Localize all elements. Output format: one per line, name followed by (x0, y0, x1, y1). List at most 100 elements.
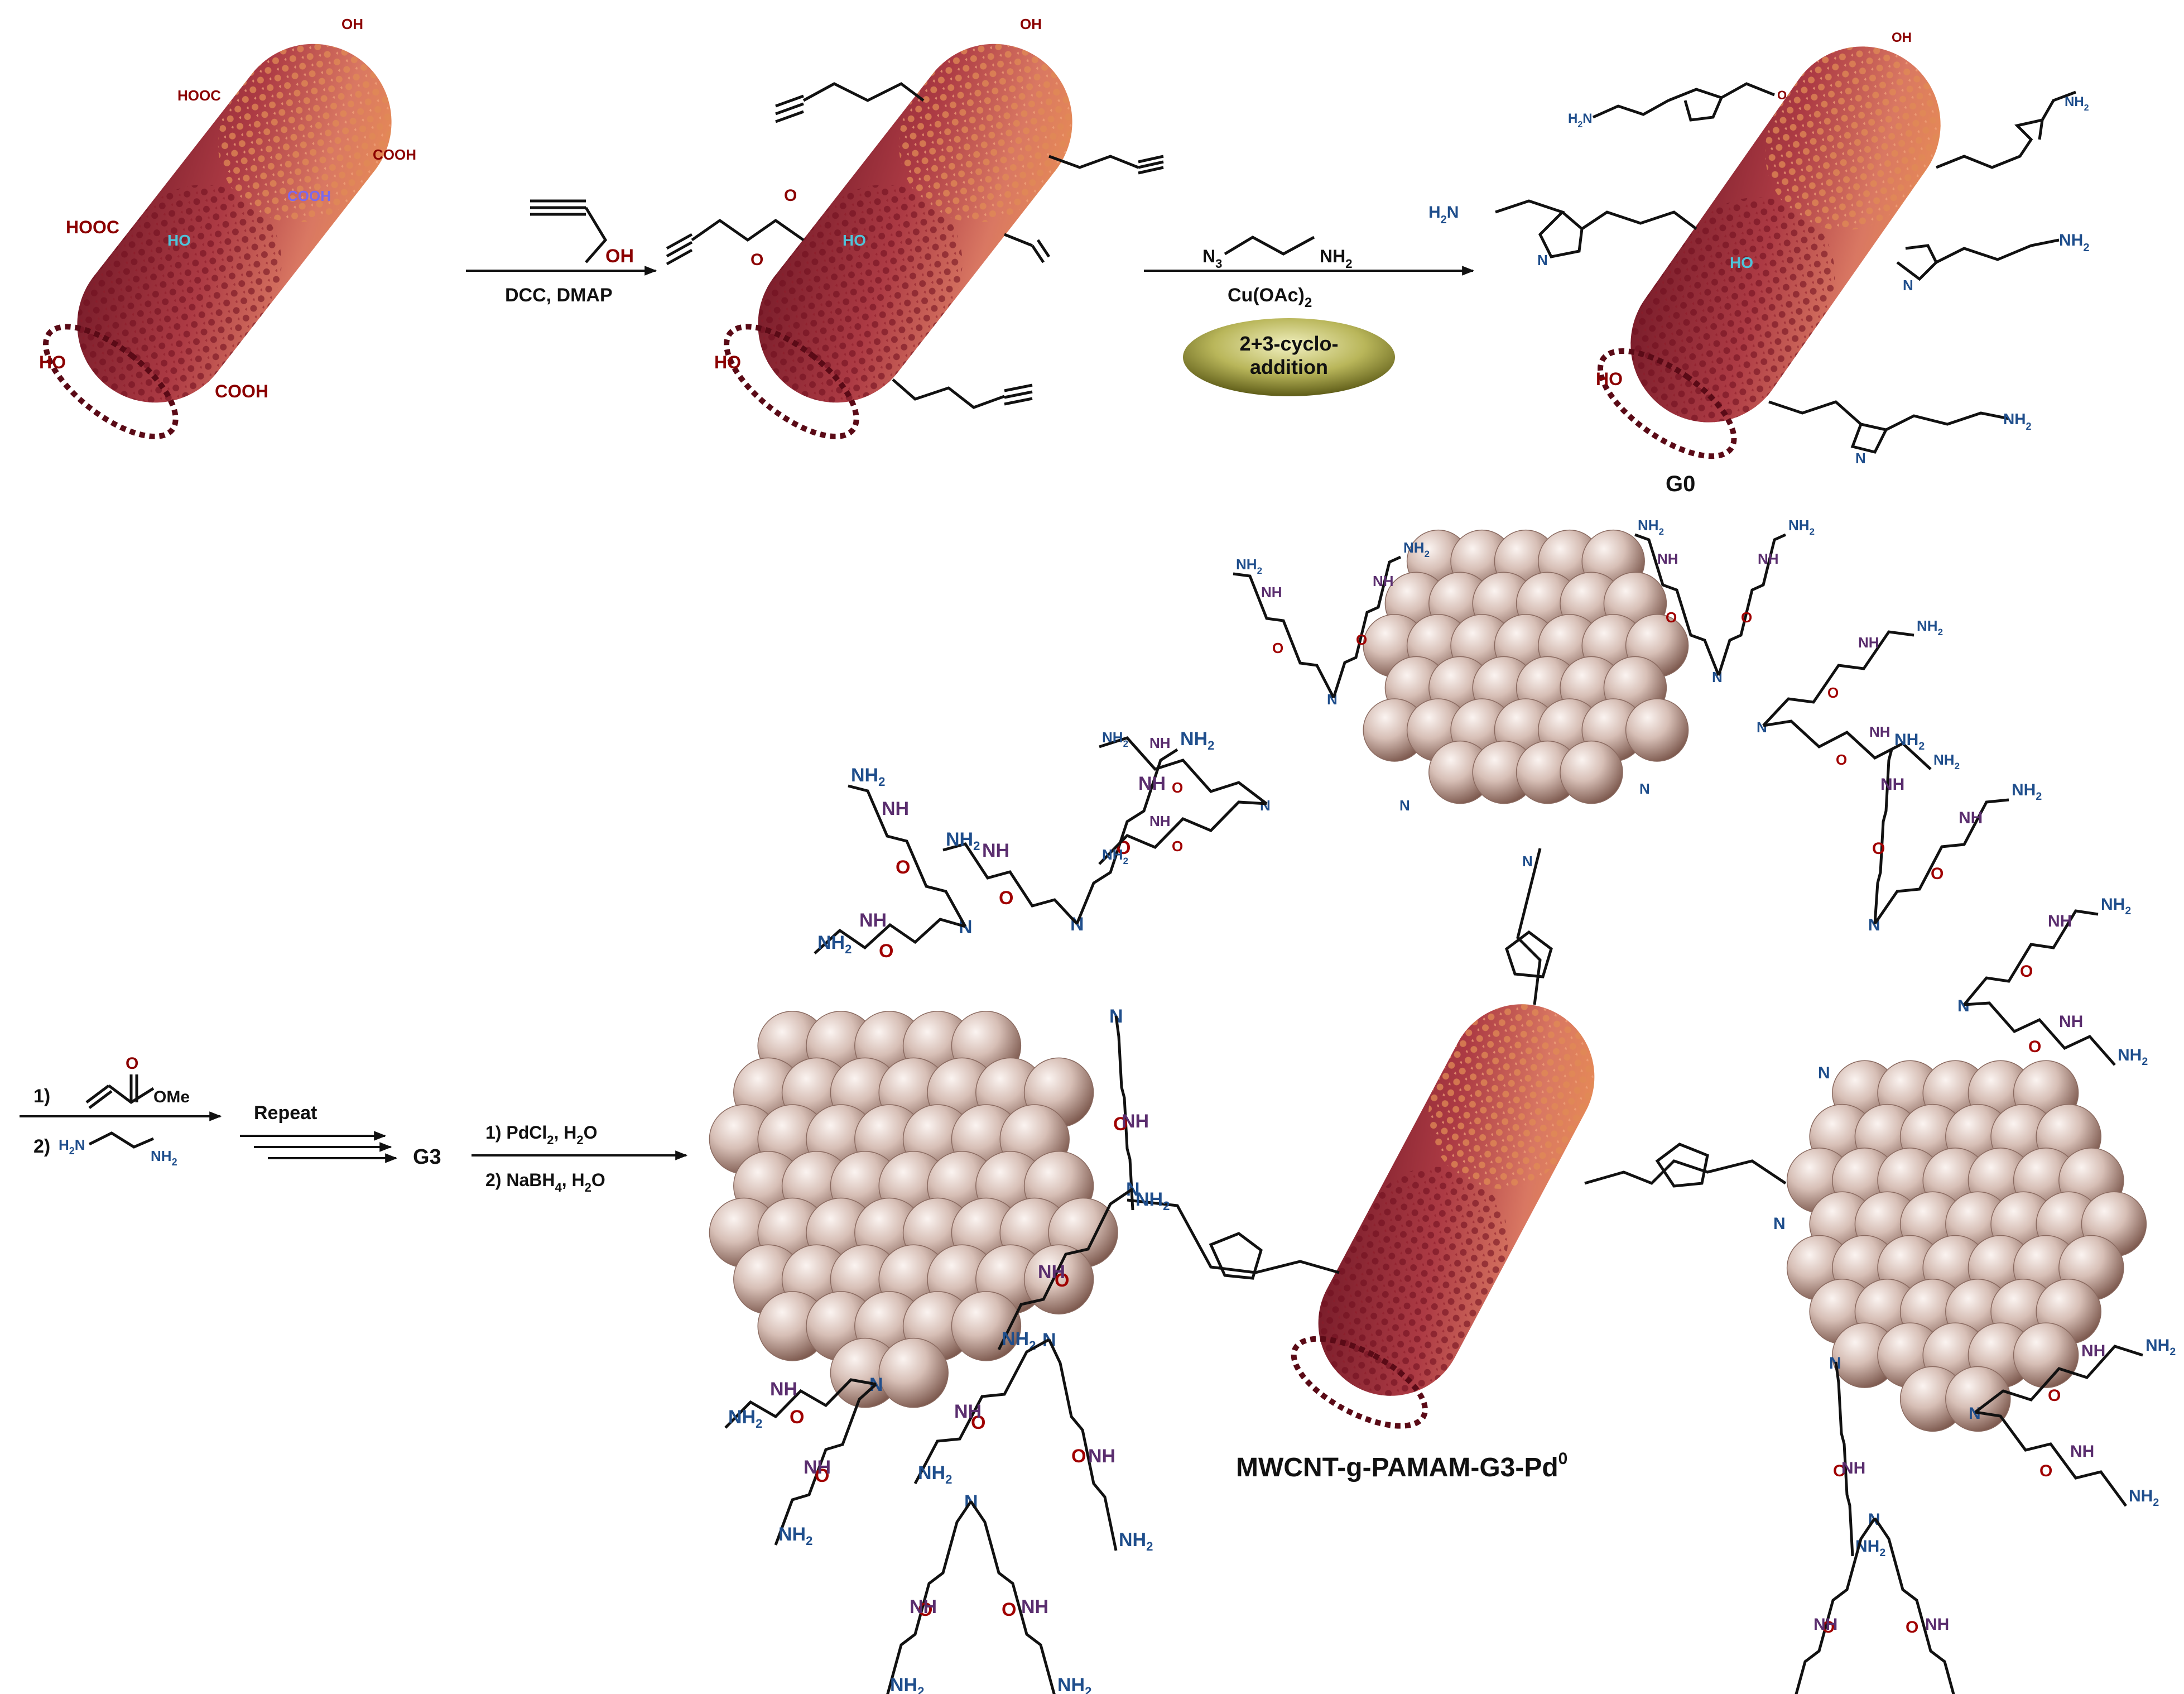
label-oh-top: OH (341, 16, 363, 32)
start-functional-groups: HOOC OH COOH COOH HOOC HO HO COOH (39, 16, 416, 401)
amine-nh2-t1a: NH2 (1236, 556, 1262, 576)
amide-nh-r5a: NH (1841, 1459, 1865, 1477)
amide-nh-l1a: NH (1138, 773, 1166, 794)
amide-nh-r6b: NH (2070, 1442, 2094, 1461)
acrylate-ome: OMe (153, 1088, 190, 1106)
dendron-arm-l2b (814, 918, 966, 954)
dendron-arm-t5a (1717, 533, 1787, 676)
amide-nh-l4a: NH (1038, 1261, 1065, 1283)
amide-nh-l2a: NH (882, 798, 909, 819)
int-ho-inner: HO (843, 232, 866, 249)
dendron-arm-r6a (1974, 1345, 2143, 1413)
pd-nanoparticle-top (1363, 529, 1689, 804)
amine-nh2-t6b: NH2 (1933, 751, 1960, 771)
dendron-arm-t1b (1332, 555, 1402, 698)
g0-n-bottom: N (1855, 450, 1866, 467)
amine-nh2-r6a: NH2 (2145, 1336, 2176, 1358)
amide-nh-t2b: NH (1149, 813, 1171, 829)
g0-n-left: N (1537, 252, 1548, 268)
g0-ho-inner: HO (1730, 254, 1753, 271)
carbonyl-o-r7a: O (1822, 1618, 1835, 1637)
int-ho-left: HO (714, 352, 741, 372)
amide-nh-l7a: NH (910, 1596, 937, 1618)
dendron-arm-l6b (774, 1383, 877, 1546)
pd-atom-sphere (951, 1291, 1022, 1361)
amine-nh2-t5a: NH2 (1788, 517, 1815, 537)
g0-o-top: O (1777, 88, 1787, 102)
pd-atom-sphere (1625, 698, 1689, 762)
dendron-arm-t6b (1763, 719, 1932, 770)
amide-nh-l6a: NH (770, 1379, 797, 1400)
dendron-arm-r6b (1975, 1410, 2128, 1507)
g0-tube (1598, 46, 1941, 459)
amine-nh2-l5b: NH2 (1119, 1529, 1153, 1553)
dendron-arm-t2b (1098, 800, 1267, 865)
amide-nh-l6b: NH (804, 1457, 831, 1478)
g0-arm-right-top (1936, 90, 2076, 169)
reagent-oh: OH (605, 246, 634, 267)
amine-nh2-l1a: NH2 (1180, 728, 1214, 752)
amine-nh2-r1a: NH2 (1894, 731, 1925, 752)
g0-nh2-right-mid: NH2 (2059, 231, 2089, 254)
amide-nh-r7a: NH (1813, 1615, 1837, 1634)
dendron-arm-l4a (997, 1187, 1134, 1351)
eda-chain (88, 1131, 154, 1149)
repeat-group: Repeat G3 (240, 1102, 441, 1169)
alkyne-ester-mid (1004, 233, 1051, 263)
alkyne-ester-bottom (892, 378, 1033, 409)
mwcnt-cooh-tube (43, 44, 392, 439)
carbonyl-o-l5a: O (971, 1412, 985, 1433)
amide-nh-r2a: NH (2048, 912, 2072, 930)
carbonyl-o-r7b: O (1906, 1618, 1918, 1637)
amine-nh2-t2a: NH2 (1102, 729, 1128, 749)
g0-arm-top (1592, 82, 1775, 122)
label-cooh-right: COOH (373, 146, 416, 163)
alkyne-ester-top (775, 82, 925, 123)
amine-nh2-l5a: NH2 (918, 1462, 952, 1486)
g0-h2n-left: H2N (1428, 203, 1459, 226)
linker-to-right (1584, 1159, 1787, 1185)
methyl-acrylate-structure (85, 1074, 155, 1109)
amide-nh-r6a: NH (2081, 1342, 2105, 1360)
tertiary-n-r4: N (1773, 1215, 1786, 1233)
pd-nanoparticle-right (1786, 1060, 2147, 1432)
dendron-arm-t1a (1233, 572, 1335, 699)
amide-nh-l7b: NH (1021, 1596, 1048, 1618)
g0-label: G0 (1666, 472, 1695, 496)
carbonyl-o-t1a: O (1272, 640, 1283, 656)
amine-nh2-t6a: NH2 (1917, 617, 1943, 637)
dendron-arm-r1b (1873, 798, 2009, 925)
label-ho-left: HO (39, 352, 66, 372)
amide-nh-l2b: NH (859, 910, 887, 931)
propargyl-alcohol-structure (530, 199, 608, 263)
amide-nh-l5a: NH (954, 1401, 982, 1422)
dendron-arm-r1a (1873, 749, 1893, 924)
pd-atom-sphere (2013, 1322, 2079, 1388)
triazole-top (1505, 930, 1553, 978)
amide-nh-l1b: NH (982, 840, 1009, 861)
step4-line2: 2) NaBH4, H2O (485, 1170, 605, 1194)
eda-h2n: H2N (59, 1136, 85, 1156)
carbonyl-o-l2b: O (879, 940, 893, 962)
carbonyl-o-r2b: O (2028, 1038, 2041, 1056)
dendron-arm-l1a (1075, 748, 1178, 924)
step2-arrow-group: N3 NH2 Cu(OAc)2 2+3-cyclo- addition (1144, 236, 1475, 396)
carbonyl-o-t2a: O (1172, 779, 1183, 796)
carbonyl-o-t5a: O (1741, 609, 1752, 626)
catalyst: Cu(OAc)2 (1228, 285, 1312, 310)
pd-nanoparticle-left (709, 1010, 1118, 1408)
reagent-n3: N3 (1202, 246, 1222, 271)
g3-label: G3 (413, 1145, 441, 1169)
carbonyl-o-l6b: O (815, 1465, 829, 1486)
tertiary-n-t4: N (1522, 853, 1533, 870)
dendron-arm-l7b (969, 1500, 1056, 1694)
carbonyl-o-r6a: O (2048, 1386, 2061, 1405)
g0-ho-left: HO (1596, 369, 1623, 389)
g0-nh2-right-top: NH2 (2065, 94, 2089, 113)
amine-nh2-l2a: NH2 (851, 765, 885, 789)
step4-group: 1) PdCl2, H2O 2) NaBH4, H2O (472, 1122, 688, 1194)
amine-nh2-r1b: NH2 (2012, 781, 2042, 803)
label-hooc-top: HOOC (177, 87, 221, 104)
pd-atom-sphere (878, 1337, 949, 1408)
